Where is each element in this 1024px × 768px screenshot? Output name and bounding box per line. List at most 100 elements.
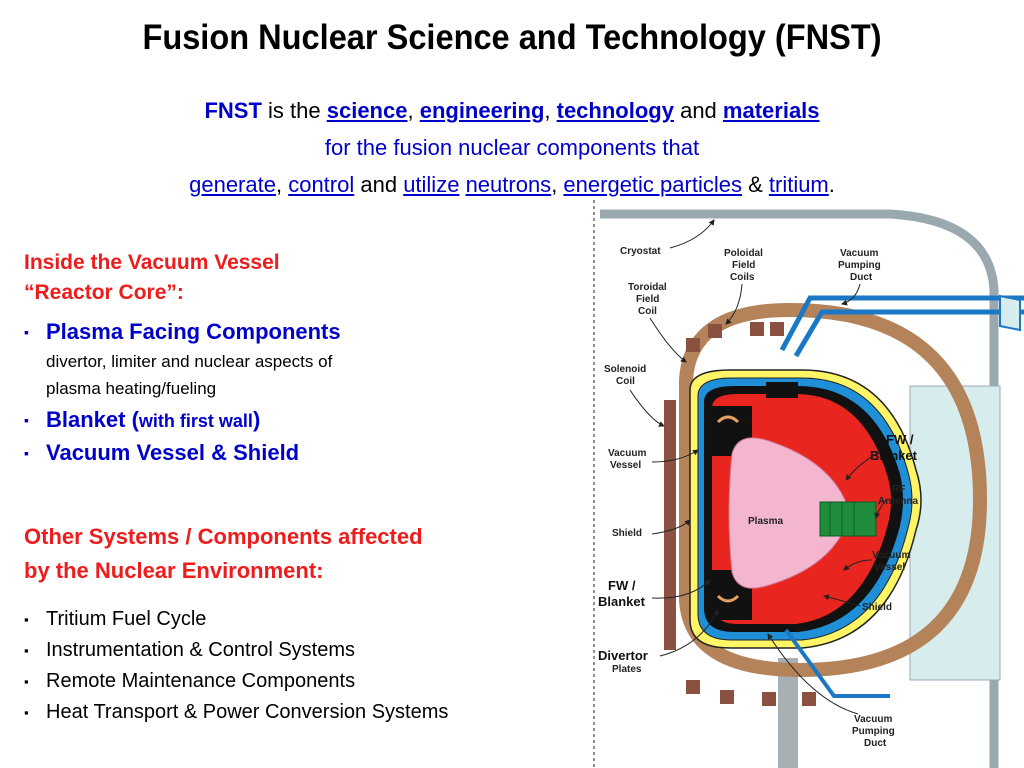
label-poloidal-coils: Field [732, 260, 755, 271]
link-neutrons[interactable]: neutrons [465, 172, 552, 197]
leader-arrow [725, 283, 743, 325]
link-utilize[interactable]: utilize [403, 172, 460, 197]
link-generate[interactable]: generate [189, 172, 276, 197]
label-vacuum-vessel-right: Vessel [874, 562, 905, 573]
leader-arrow [651, 449, 699, 463]
link-tritium[interactable]: tritium [768, 172, 829, 197]
heading-line: Inside the Vacuum Vessel [24, 251, 280, 274]
central-solenoid [664, 400, 676, 650]
section-heading-other-systems: Other Systems / Components affected by t… [24, 520, 423, 588]
label-vacuum-pumping-duct-bottom: Vacuum [854, 714, 892, 725]
leader-arrow [874, 499, 887, 519]
list-item-label: Instrumentation & Control Systems [46, 639, 356, 661]
top-port [766, 382, 798, 398]
leader-arrow [669, 219, 715, 249]
list-item-label: Tritium Fuel Cycle [46, 608, 207, 630]
leader-arrow [659, 609, 719, 657]
link-engineering[interactable]: engineering [419, 98, 545, 123]
fnst-definition: FNST is the science, engineering, techno… [0, 92, 1024, 203]
label-shield-left: Shield [612, 528, 642, 539]
list-item-detail: divertor, limiter and nuclear aspects of [46, 352, 333, 371]
leader-arrow [651, 579, 711, 599]
definition-text: and [673, 98, 723, 123]
heading-line: Other Systems / Components affected [24, 524, 423, 549]
other-systems-list: ▪ Tritium Fuel Cycle ▪ Instrumentation & C… [22, 604, 448, 728]
list-item: ▪ Instrumentation & Control Systems [22, 635, 448, 666]
list-item-label: Plasma Facing Components [46, 319, 341, 344]
bullet-icon: ▪ [24, 674, 29, 689]
label-fw-blanket-left: FW / [608, 578, 636, 593]
bullet-icon: ▪ [24, 412, 29, 428]
definition-text: . [828, 172, 835, 197]
leader-arrow [767, 633, 859, 715]
list-item: ▪ Plasma Facing Components [22, 316, 341, 348]
definition-line-2: for the fusion nuclear components that [324, 135, 700, 160]
definition-text: , [275, 172, 289, 197]
label-vacuum-pumping-duct-bottom: Pumping [852, 726, 895, 737]
list-item-label: Heat Transport & Power Conversion System… [46, 701, 449, 723]
section-heading-reactor-core: Inside the Vacuum Vessel “Reactor Core”: [24, 248, 280, 308]
leader-arrow [843, 559, 873, 571]
leader-arrow [651, 519, 691, 535]
leader-arrow [823, 594, 861, 607]
label-solenoid-coil: Solenoid [604, 364, 646, 375]
label-vacuum-pumping-duct-top: Duct [850, 272, 873, 283]
link-energetic-particles[interactable]: energetic particles [563, 172, 742, 197]
label-vacuum-pumping-duct-top: Vacuum [840, 248, 878, 259]
label-plasma: Plasma [748, 516, 783, 527]
plasma [728, 437, 851, 589]
list-item: ▪ Blanket (with first wall) [22, 404, 341, 437]
list-item-label-small: with first wall [138, 411, 253, 431]
link-materials[interactable]: materials [722, 98, 820, 123]
label-fw-blanket-right: FW / [886, 432, 914, 447]
label-poloidal-coils: Coils [730, 272, 755, 283]
label-fw-blanket-left: Blanket [598, 594, 646, 609]
leader-arrow [629, 389, 665, 427]
poloidal-coil [686, 338, 700, 352]
list-item: ▪ Tritium Fuel Cycle [22, 604, 448, 635]
label-vacuum-pumping-duct-bottom: Duct [864, 738, 887, 749]
label-shield-right: Shield [862, 602, 892, 613]
definition-line-1: FNST is the science, engineering, techno… [0, 92, 1024, 129]
leader-arrow [841, 283, 861, 306]
list-item-detail: plasma heating/fueling [46, 379, 217, 398]
label-fw-blanket-right: Blanket [870, 448, 918, 463]
list-item: ▪ Remote Maintenance Components [22, 666, 448, 697]
poloidal-coil [750, 322, 764, 336]
label-poloidal-coils: Poloidal [724, 248, 763, 259]
fnst-term: FNST [204, 98, 262, 123]
bullet-icon: ▪ [24, 324, 29, 340]
link-science[interactable]: science [326, 98, 408, 123]
heading-line: by the Nuclear Environment: [24, 558, 324, 583]
label-vacuum-pumping-duct-top: Pumping [838, 260, 881, 271]
definition-text: , [551, 172, 564, 197]
poloidal-coil [762, 692, 776, 706]
link-technology[interactable]: technology [556, 98, 674, 123]
label-vacuum-vessel-right: Vacuum [872, 550, 910, 561]
poloidal-coil [720, 690, 734, 704]
tokamak-cross-section-diagram: Cryostat Poloidal Field Coils Vacuum Pum… [593, 200, 1024, 768]
heading-line: “Reactor Core”: [24, 281, 184, 304]
definition-text: & [741, 172, 769, 197]
label-toroidal-field-coil: Field [636, 294, 659, 305]
definition-text: , [544, 98, 557, 123]
poloidal-coil [770, 322, 784, 336]
leader-arrow [649, 317, 687, 363]
label-solenoid-coil: Coil [616, 376, 635, 387]
definition-text: and [354, 172, 404, 197]
label-vacuum-vessel-left: Vacuum [608, 448, 646, 459]
poloidal-coil [802, 692, 816, 706]
bullet-icon: ▪ [24, 643, 29, 658]
bullet-icon: ▪ [24, 612, 29, 627]
label-toroidal-field-coil: Toroidal [628, 282, 667, 293]
bullet-icon: ▪ [24, 705, 29, 720]
list-item-label: Remote Maintenance Components [46, 670, 356, 692]
toroidal-field-coil [679, 302, 988, 678]
poloidal-coil [686, 680, 700, 694]
definition-line-3: generate, control and utilize neutrons, … [0, 166, 1024, 203]
pumping-duct-top-inner [793, 309, 1024, 358]
divertor-plate [716, 594, 740, 603]
link-control[interactable]: control [288, 172, 355, 197]
pumping-duct-bottom [784, 628, 890, 698]
definition-text: is the [261, 98, 327, 123]
